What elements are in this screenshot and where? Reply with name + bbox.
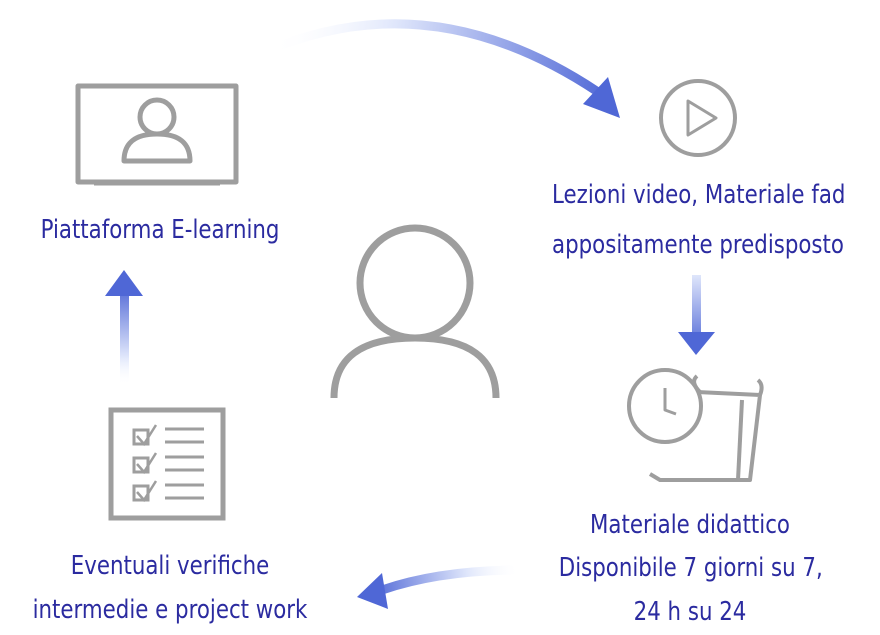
clock-notepad-icon bbox=[627, 368, 764, 482]
arrow-material-to-checks bbox=[357, 565, 527, 609]
arrow-video-to-material bbox=[678, 275, 715, 355]
material-label-line-1: Materiale didattico bbox=[590, 510, 790, 540]
video-label-line-2: appositamente predisposto bbox=[552, 230, 844, 260]
checklist-icon bbox=[108, 407, 226, 521]
material-label-line-2: Disponibile 7 giorni su 7, bbox=[558, 553, 823, 583]
user-icon bbox=[330, 224, 500, 399]
monitor-user-icon bbox=[75, 83, 239, 186]
platform-label: Piattaforma E-learning bbox=[40, 215, 280, 245]
arrow-platform-to-video bbox=[260, 19, 620, 118]
checks-label-line-2: intermedie e project work bbox=[32, 595, 308, 625]
checks-label-line-1: Eventuali verifiche bbox=[70, 551, 270, 581]
video-label-line-1: Lezioni video, Materiale fad bbox=[552, 180, 846, 210]
arrow-checks-to-platform bbox=[105, 270, 143, 384]
material-label-line-3: 24 h su 24 bbox=[633, 597, 747, 627]
play-circle-icon bbox=[659, 79, 737, 157]
